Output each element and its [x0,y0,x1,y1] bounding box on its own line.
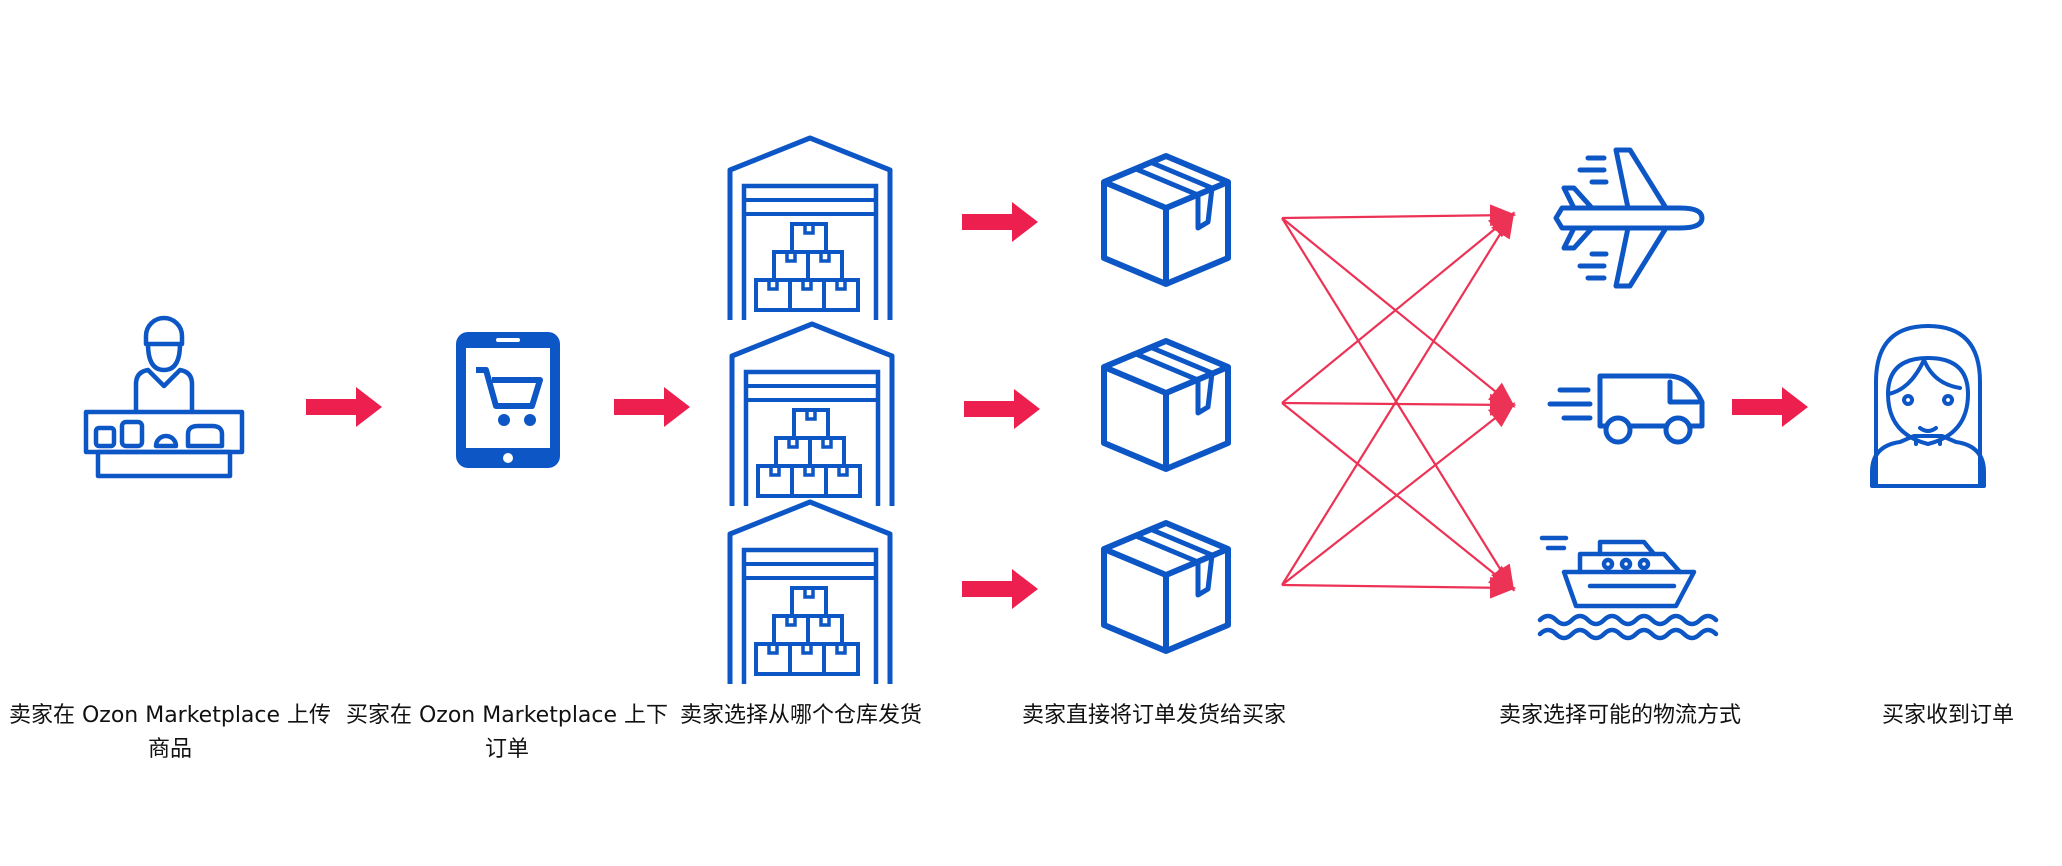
flow-arrow-5 [1732,387,1808,427]
package-box-icon [1104,156,1228,284]
warehouse-icon [732,324,892,506]
step-caption: 卖家选择可能的物流方式 [1498,703,1742,728]
warehouse-icon [730,502,890,684]
airplane-icon [1553,147,1705,289]
step-caption: 卖家直接将订单发货给买家 [1021,703,1287,728]
buyer-avatar-icon [1870,324,1986,488]
warehouse-icon [730,138,890,320]
seller-at-counter-icon [83,315,245,479]
phone-shopping-cart-icon [456,332,560,468]
flow-arrow-3b [964,389,1040,429]
step-caption: 买家收到订单 [1881,703,2015,728]
step-caption: 卖家在 Ozon Marketplace 上传 商品 [8,703,332,762]
flow-arrow-1 [306,387,382,427]
routing-lines [1281,204,1517,599]
flow-arrow-2 [614,387,690,427]
package-box-icon [1104,523,1228,651]
flow-arrow-3a [962,202,1038,242]
package-box-icon [1104,341,1228,469]
step-caption: 卖家选择从哪个仓库发货 [679,703,923,728]
step-caption: 买家在 Ozon Marketplace 上下 订单 [345,703,669,762]
cruise-ship-icon [1537,535,1719,641]
delivery-truck-icon [1547,373,1705,445]
flow-arrow-3c [962,569,1038,609]
